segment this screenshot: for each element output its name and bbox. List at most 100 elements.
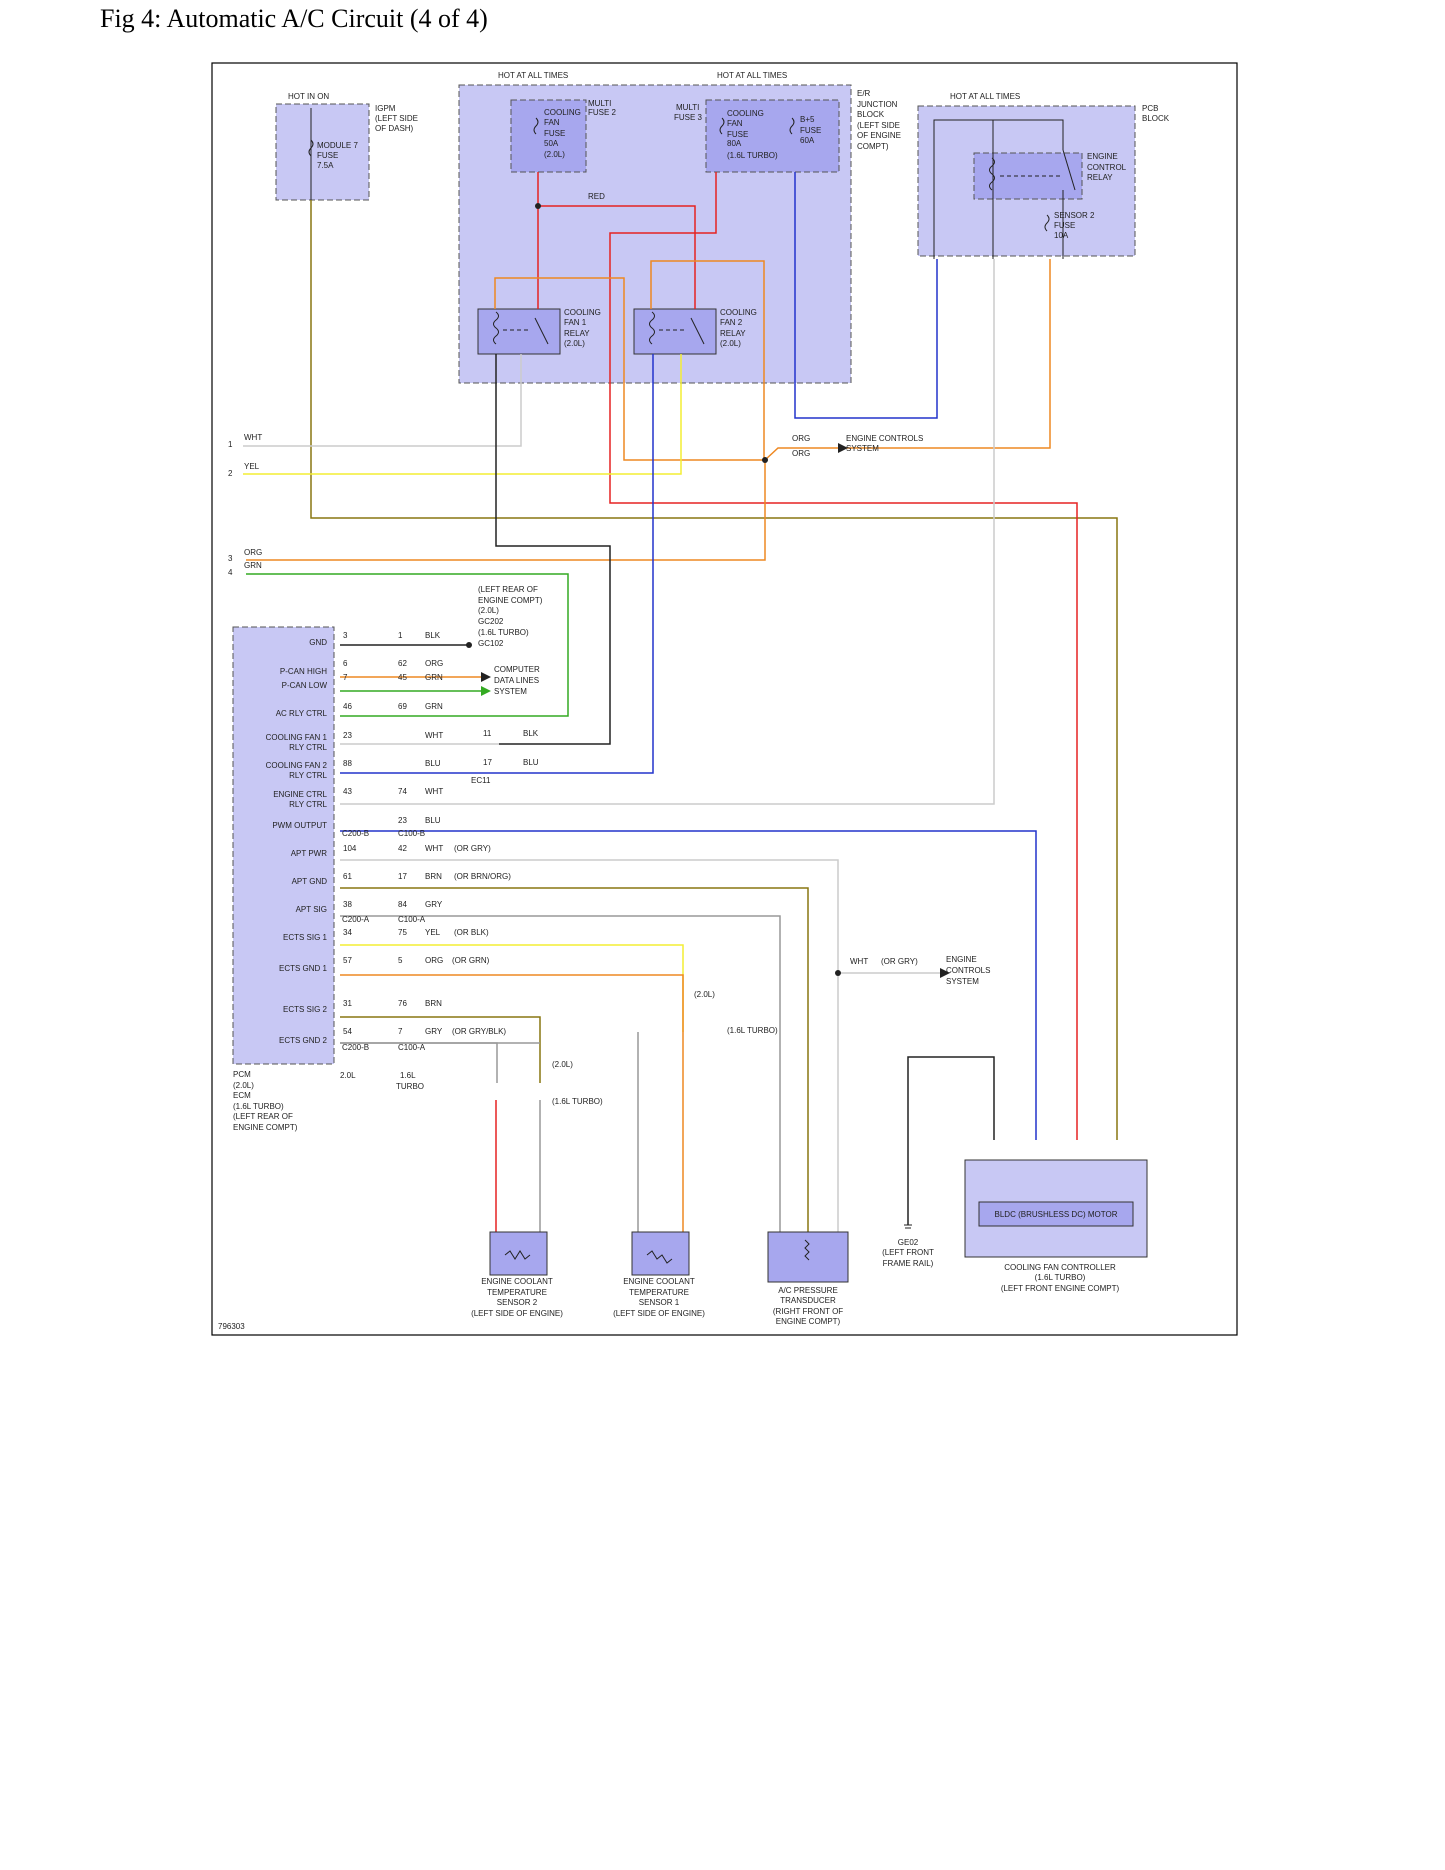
ect2-label-3: SENSOR 2 [497,1298,538,1307]
wire-color: BLK [425,631,441,640]
ecs2-2: CONTROLS [946,966,990,975]
opt-or-gry: (OR GRY) [454,844,491,853]
er-1: E/R [857,89,871,98]
opt-or-gry-blk: (OR GRY/BLK) [452,1027,506,1036]
pcm-label-3: ECM [233,1091,251,1100]
s2f-1: SENSOR 2 [1054,211,1095,220]
multi-fuse-2-a: MULTI [588,99,611,108]
org-label-1: ORG [792,434,810,443]
cpin-num: 1 [398,631,403,640]
cooling-fan-fuse-80a-box [705,99,840,173]
apt-label-4: ENGINE COMPT) [776,1317,841,1326]
wire-color: GRN [425,673,443,682]
ac-pressure-transducer [767,1231,849,1283]
cfc-label-1: COOLING FAN CONTROLLER [1004,1263,1116,1272]
ec11-connector: EC11 [471,776,491,785]
wire-color: BLU [425,759,441,768]
cdl-3: SYSTEM [494,687,527,696]
bldc-motor [978,1201,1134,1227]
er-5: OF ENGINE [857,131,901,140]
input-1-color: WHT [244,433,262,442]
gnd-loc-5: (1.6L TURBO) [478,628,529,637]
pcm-module [232,626,335,1065]
ecr-1: ENGINE [1087,152,1118,161]
wire-red-label: RED [588,192,605,201]
cfc-label-2: (1.6L TURBO) [1035,1273,1086,1282]
pcm-pin-apt-pwr: APT PWR [291,849,328,858]
pcm-pin-cf2-b: RLY CTRL [289,771,327,780]
multi-fuse-2-b: FUSE 2 [588,108,617,117]
engine-controls-arrow-2 [940,968,950,978]
cf50-3: FUSE [544,129,565,138]
ge02-2: (LEFT FRONT [882,1248,934,1257]
pin-num: 7 [343,673,348,682]
pin-num: 43 [343,787,352,796]
cc11-opt: (1.6L TURBO) [727,1026,778,1035]
pcm-pin-pcan-high: P-CAN HIGH [280,667,327,676]
ecr-3: RELAY [1087,173,1113,182]
input-2-color: YEL [244,462,260,471]
ec11-pin-17: 17 [483,758,492,767]
engine-20l: 2.0L [340,1071,356,1080]
label-hot-at-all-times-1: HOT AT ALL TIMES [498,71,568,80]
wire-color: WHT [425,731,443,740]
cfr2-1: COOLING [720,308,757,317]
gnd-loc-1: (LEFT REAR OF [478,585,538,594]
cpin-num: 74 [398,787,407,796]
pin-num: 34 [343,928,352,937]
input-1-num: 1 [228,440,233,449]
cpin-num: 7 [398,1027,403,1036]
wire-color: WHT [425,844,443,853]
cpin-num: 76 [398,999,407,1008]
ecs-2: SYSTEM [846,444,879,453]
wire-color: ORG [425,659,443,668]
ect1-label-1: ENGINE COOLANT [623,1277,695,1286]
wire-color: ORG [425,956,443,965]
pin-num: 61 [343,872,352,881]
pcm-pin-ects-sig2: ECTS SIG 2 [283,1005,328,1014]
cpin-num: 42 [398,844,407,853]
cfr1-2: FAN 1 [564,318,587,327]
cpin-num: 84 [398,900,407,909]
pcm-label-5: (LEFT REAR OF [233,1112,293,1121]
module7-fuse-1: MODULE 7 [317,141,358,150]
pcm-pin-pcan-low: P-CAN LOW [282,681,328,690]
computer-data-arrow-2 [481,686,491,696]
ecs2-1: ENGINE [946,955,977,964]
pin-num: 3 [343,631,348,640]
ect1-label-4: (LEFT SIDE OF ENGINE) [613,1309,705,1318]
cfr1-3: RELAY [564,329,590,338]
opt-or-blk: (OR BLK) [454,928,489,937]
cpin-num: 17 [398,872,407,881]
pin-num: 57 [343,956,352,965]
cf50-1: COOLING [544,108,581,117]
pcm-pin-ects-gnd2: ECTS GND 2 [279,1036,328,1045]
er-2: JUNCTION [857,100,898,109]
wire-color: YEL [425,928,441,937]
diagram-id: 796303 [218,1322,245,1331]
wire-color: BRN [425,872,442,881]
b5-1: B+5 [800,115,815,124]
cf50-4: 50A [544,139,559,148]
pcm-pin-apt-gnd: APT GND [292,877,328,886]
engine-16l-turbo: TURBO [396,1082,424,1091]
gnd-loc-4: GC202 [478,617,504,626]
cpin-num: 75 [398,928,407,937]
engine-controls-arrow [838,443,848,453]
igpm-fuse-block [275,103,370,201]
wire-color: WHT [425,787,443,796]
pin-num: 23 [343,731,352,740]
cf80-1: COOLING [727,109,764,118]
b5-2: FUSE [800,126,821,135]
page-title: Fig 4: Automatic A/C Circuit (4 of 4) [100,4,488,33]
pcm-pin-apt-sig: APT SIG [296,905,327,914]
apt-label-1: A/C PRESSURE [778,1286,838,1295]
connector-c200b-2: C200-B [342,1043,369,1052]
cfr1-1: COOLING [564,308,601,317]
cfr1-4: (2.0L) [564,339,585,348]
pin-num: 38 [343,900,352,909]
gnd-loc-2: ENGINE COMPT) [478,596,543,605]
pcm-pin-cf1-a: COOLING FAN 1 [266,733,328,742]
igpm-loc-1: (LEFT SIDE [375,114,418,123]
cfr2-2: FAN 2 [720,318,743,327]
